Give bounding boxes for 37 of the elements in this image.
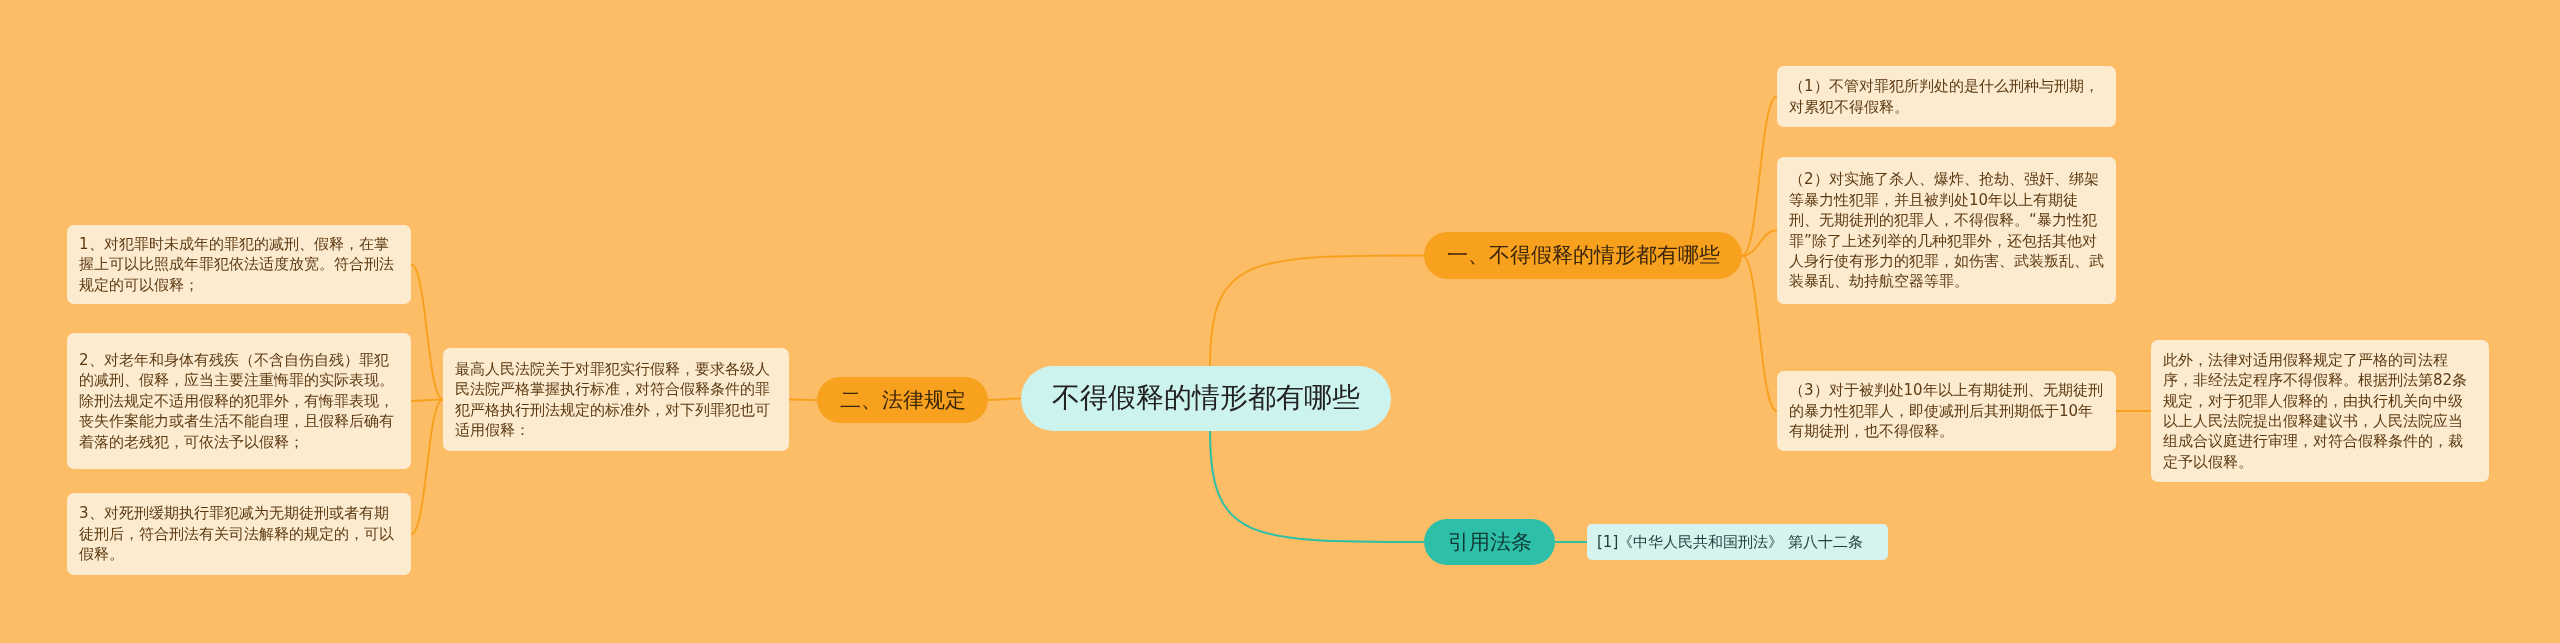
note-card xyxy=(67,333,411,469)
connector-line xyxy=(1209,430,1425,543)
node-text: 不得假释的情形都有哪些 xyxy=(1052,380,1360,417)
node-text: 1、对犯罪时未成年的罪犯的减刑、假释，在掌握上可以比照成年罪犯依法适度放宽。符合刑法规定的可以假释； xyxy=(79,233,395,296)
connector-line xyxy=(788,398,818,401)
note-card xyxy=(1777,157,2116,304)
node-text: 此外，法律对适用假释规定了严格的司法程序，非经法定程序不得假释。根据刑法第82条规定，对于犯罪人假释的，由执行机关向中级以上人民法院提出假释建议书，人民法院应当组成合议庭进行审理，对符合假释条件的，裁定予以假释。 xyxy=(2163,349,2469,473)
connector-line xyxy=(410,398,444,535)
connector-line xyxy=(1554,541,1588,543)
node-text: 二、法律规定 xyxy=(839,386,966,414)
connector-line xyxy=(1741,229,1778,257)
note-card xyxy=(443,348,789,451)
node-text: 一、不得假释的情形都有哪些 xyxy=(1446,242,1720,270)
note-card xyxy=(1777,66,2116,127)
node-text: 2、对老年和身体有残疾（不含自伤自残）罪犯的减刑、假释，应当主要注重悔罪的实际表现。除刑法规定不适用假释的犯罪外，有悔罪表现，丧失作案能力或者生活不能自理，且假释后确有着落的老残犯，可依法予以假释； xyxy=(79,350,395,452)
note-card xyxy=(67,225,411,304)
connector-line xyxy=(1209,254,1425,367)
node-text: 3、对死刑缓期执行罪犯减为无期徒刑或者有期徒刑后，符合刑法有关司法解释的规定的，可以假释。 xyxy=(79,503,395,565)
branch-topic xyxy=(1424,232,1742,279)
connector-line xyxy=(410,263,444,401)
connector-line xyxy=(987,397,1022,401)
note-card xyxy=(1777,371,2116,451)
branch-topic xyxy=(817,377,988,423)
node-text: 最高人民法院关于对罪犯实行假释，要求各级人民法院严格掌握执行标准，对符合假释条件的罪犯严格执行刑法规定的标准外，对下列罪犯也可适用假释： xyxy=(455,358,771,441)
note-card xyxy=(67,493,411,575)
node-text: （1）不管对罪犯所判处的是什么刑种与刑期，对累犯不得假释。 xyxy=(1789,76,2100,117)
connector-line xyxy=(410,398,444,402)
node-text: （3）对于被判处10年以上有期徒刑、无期徒刑的暴力性犯罪人，即使减刑后其刑期低于10年有期徒刑，也不得假释。 xyxy=(1789,380,2104,442)
reference-card xyxy=(1587,524,1888,560)
node-text: 引用法条 xyxy=(1447,528,1532,556)
node-text: （2）对实施了杀人、爆炸、抢劫、强奸、绑架等暴力性犯罪，并且被判处10年以上有期徒刑、无期徒刑的犯罪人，不得假释。“暴力性犯罪”除了上述列举的几种犯罪外，还包括其他对人身行使有形力的犯罪，如伤害、武装叛乱、武装暴乱、劫持航空器等罪。 xyxy=(1789,169,2104,292)
node-text: [1]《中华人民共和国刑法》 第八十二条 xyxy=(1597,531,1863,553)
connector-line xyxy=(2115,410,2152,412)
connector-line xyxy=(1741,254,1778,412)
branch-topic xyxy=(1424,519,1555,565)
connector-line xyxy=(1741,95,1778,257)
note-card xyxy=(2151,340,2489,482)
